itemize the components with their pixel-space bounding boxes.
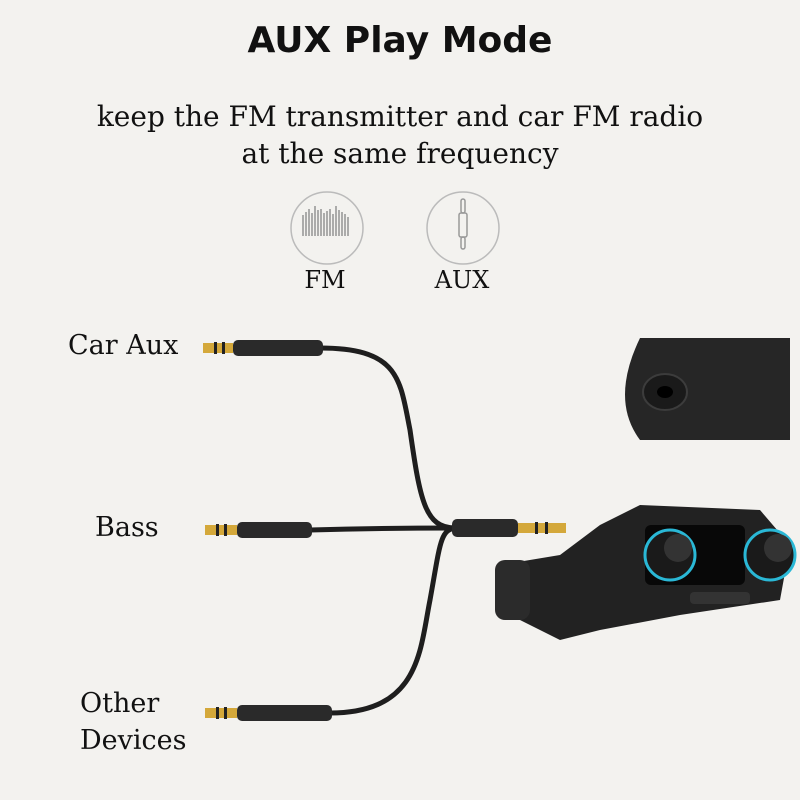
other-devices-jack [205, 705, 332, 721]
sound-wave-icon [290, 191, 364, 265]
subtitle-line-1: keep the FM transmitter and car FM radio [96, 100, 704, 133]
label-other: Other [80, 688, 160, 719]
subtitle-line-2: at the same frequency [241, 137, 559, 170]
label-bass: Bass [95, 512, 159, 543]
bass-jack [205, 522, 312, 538]
aux-port-closeup [625, 338, 790, 440]
label-car-aux: Car Aux [68, 330, 179, 361]
page-title: AUX Play Mode [247, 20, 553, 61]
fm-transmitter-device [495, 505, 797, 640]
splitter-cable [307, 345, 458, 716]
mode-label-aux: AUX [434, 266, 490, 294]
car-aux-jack [203, 340, 323, 356]
audio-jack-icon [426, 191, 500, 265]
label-devices: Devices [80, 725, 187, 756]
mode-label-fm: FM [304, 266, 346, 294]
output-jack [452, 519, 566, 537]
